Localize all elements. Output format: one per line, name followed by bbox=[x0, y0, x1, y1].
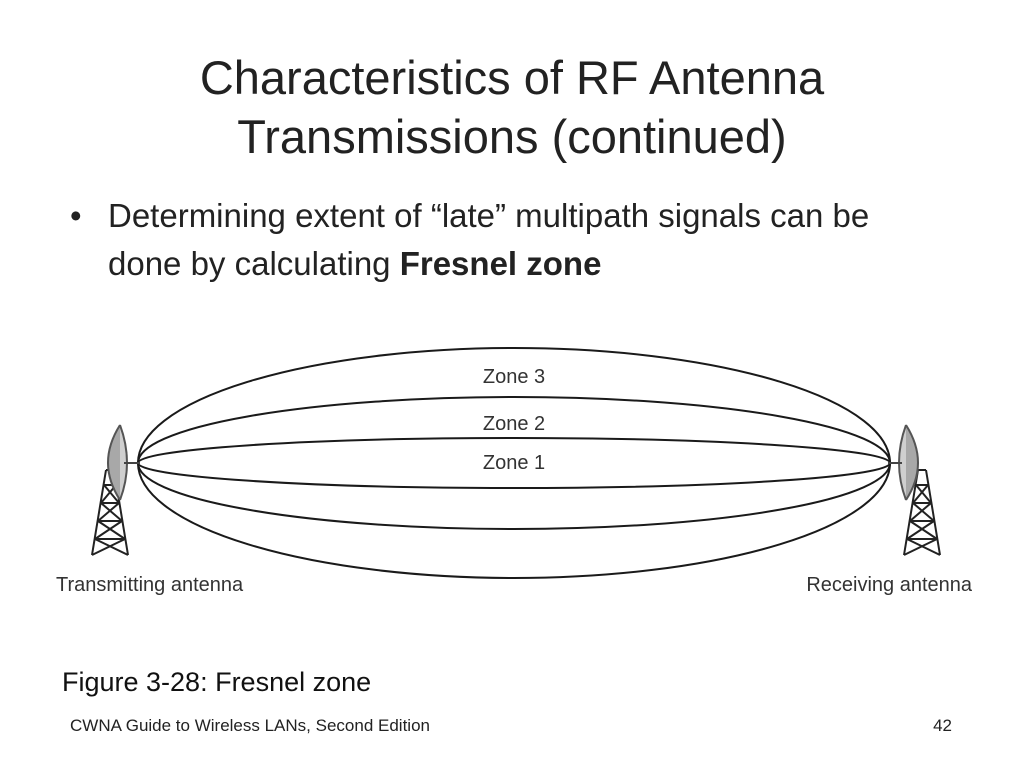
zone-2-label: Zone 2 bbox=[483, 413, 545, 435]
zone-3-label: Zone 3 bbox=[483, 366, 545, 388]
slide-title-line-2: Transmissions (continued) bbox=[237, 110, 787, 163]
page-number: 42 bbox=[933, 716, 952, 735]
zone-1-label: Zone 1 bbox=[483, 452, 545, 474]
bullet-marker: • bbox=[70, 197, 82, 234]
bullet-point: Determining extent of “late” multipath s… bbox=[108, 192, 928, 288]
footer-book-title: CWNA Guide to Wireless LANs, Second Edit… bbox=[70, 716, 430, 735]
receiving-antenna-icon bbox=[888, 424, 941, 556]
figure-caption: Figure 3-28: Fresnel zone bbox=[62, 667, 372, 697]
transmitting-antenna-label: Transmitting antenna bbox=[56, 574, 244, 596]
bullet-text: Determining extent of “late” multipath s… bbox=[108, 197, 870, 282]
fresnel-zone-diagram: Zone 3 Zone 2 Zone 1 bbox=[56, 347, 973, 596]
receiving-antenna-label: Receiving antenna bbox=[806, 574, 973, 596]
bullet-bold-term: Fresnel zone bbox=[399, 245, 602, 282]
transmitting-antenna-icon bbox=[91, 424, 140, 556]
slide-title: Characteristics of RF Antenna Transmissi… bbox=[0, 48, 1024, 166]
slide-title-line-1: Characteristics of RF Antenna bbox=[199, 51, 825, 104]
